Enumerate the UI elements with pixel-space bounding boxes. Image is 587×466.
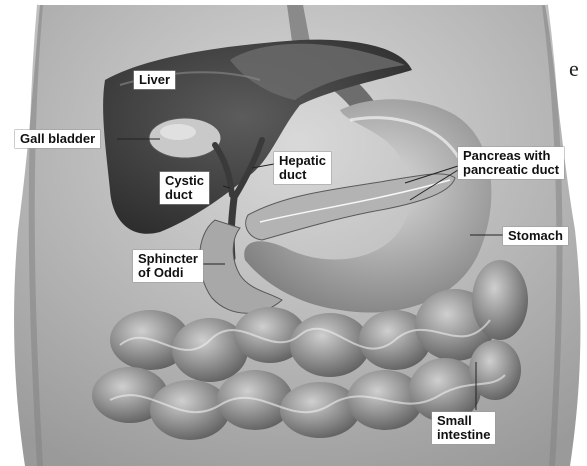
label-sphincter-line-1: Sphincter: [138, 252, 198, 266]
label-gall-bladder-text: Gall bladder: [20, 131, 95, 146]
label-hepatic-line-2: duct: [279, 168, 326, 182]
label-hepatic-line-1: Hepatic: [279, 154, 326, 168]
stray-letter: e: [569, 58, 579, 80]
label-cystic-duct: Cystic duct: [160, 172, 209, 204]
label-cystic-line-2: duct: [165, 188, 204, 202]
label-gall-bladder: Gall bladder: [15, 130, 100, 148]
label-small-intestine-line-1: Small: [437, 414, 490, 428]
label-pancreas-line-1: Pancreas with: [463, 149, 559, 163]
label-stomach: Stomach: [503, 227, 568, 245]
label-pancreas-line-2: pancreatic duct: [463, 163, 559, 177]
label-small-intestine: Small intestine: [432, 412, 495, 444]
label-pancreas: Pancreas with pancreatic duct: [458, 147, 564, 179]
label-hepatic-duct: Hepatic duct: [274, 152, 331, 184]
label-small-intestine-line-2: intestine: [437, 428, 490, 442]
label-liver-text: Liver: [139, 72, 170, 87]
label-liver: Liver: [134, 71, 175, 89]
label-sphincter-line-2: of Oddi: [138, 266, 198, 280]
label-cystic-line-1: Cystic: [165, 174, 204, 188]
gall-bladder: [149, 118, 221, 158]
label-sphincter-of-oddi: Sphincter of Oddi: [133, 250, 203, 282]
label-stomach-text: Stomach: [508, 228, 563, 243]
